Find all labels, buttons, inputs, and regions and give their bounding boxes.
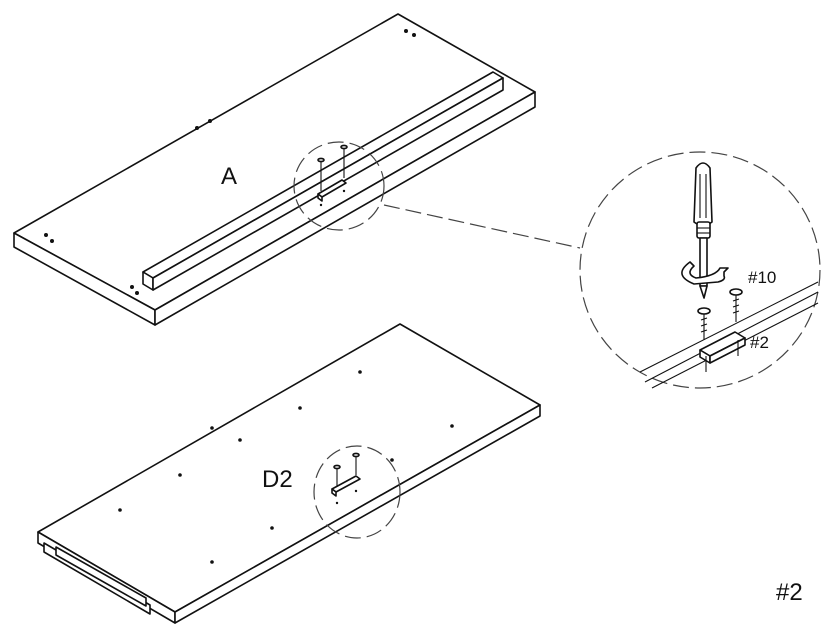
panel-d2 <box>37 323 541 624</box>
detail-circle-d2 <box>313 445 401 539</box>
rotation-arrow-icon <box>681 261 729 285</box>
bracket-icon <box>699 331 746 372</box>
step-number: #2 <box>776 579 803 606</box>
detail-circle-a <box>293 141 385 231</box>
detail-view: #10 #2 <box>579 151 821 389</box>
screwdriver-icon <box>693 162 713 299</box>
label-panel-a: A <box>221 163 237 190</box>
detail-leader <box>383 204 581 249</box>
label-screw-size: #10 <box>748 268 776 287</box>
panel-a <box>13 13 536 326</box>
screw-icon <box>697 288 743 340</box>
label-panel-d2: D2 <box>262 466 293 493</box>
label-part-number: #2 <box>750 333 769 352</box>
